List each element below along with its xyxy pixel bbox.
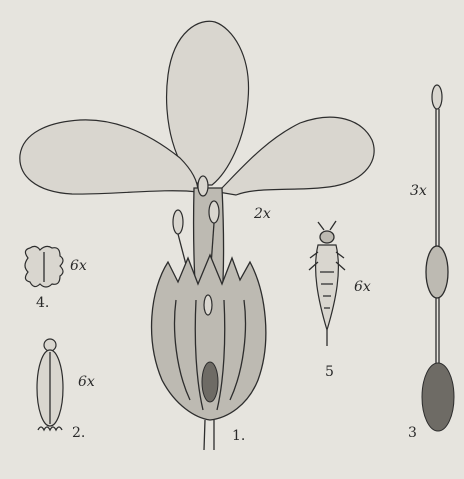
fig2-magnification: 6x <box>78 374 95 390</box>
fig1-number: 1. <box>232 428 245 444</box>
ovule <box>204 295 212 315</box>
ovary-3 <box>422 363 454 431</box>
fig5-number: 5 <box>325 364 334 380</box>
anther-base <box>38 427 62 430</box>
figure-4-pollen: 4. 6x <box>25 246 87 311</box>
ovary <box>202 362 218 402</box>
style <box>436 109 439 246</box>
style-swelling <box>426 246 448 298</box>
fig4-number: 4. <box>36 295 49 311</box>
anther-tip <box>44 339 56 351</box>
anther <box>198 176 208 196</box>
style-lower <box>436 298 439 365</box>
anther <box>209 201 219 223</box>
figure-3-pistil: 3 3x <box>408 85 454 441</box>
insect-head <box>320 231 334 243</box>
fig3-magnification: 3x <box>410 183 427 199</box>
fig3-number: 3 <box>408 425 417 441</box>
antenna <box>318 221 336 230</box>
anther <box>173 210 183 234</box>
insect-body <box>316 245 339 330</box>
fig4-magnification: 6x <box>70 258 87 274</box>
fig2-number: 2. <box>72 425 85 441</box>
stalk <box>204 420 214 450</box>
figure-5-insect: 5 6x <box>309 221 371 380</box>
figure-2-anther: 2. 6x <box>37 339 95 441</box>
fig1-magnification: 2x <box>253 206 271 222</box>
fig5-magnification: 6x <box>354 279 371 295</box>
stigma <box>432 85 442 109</box>
